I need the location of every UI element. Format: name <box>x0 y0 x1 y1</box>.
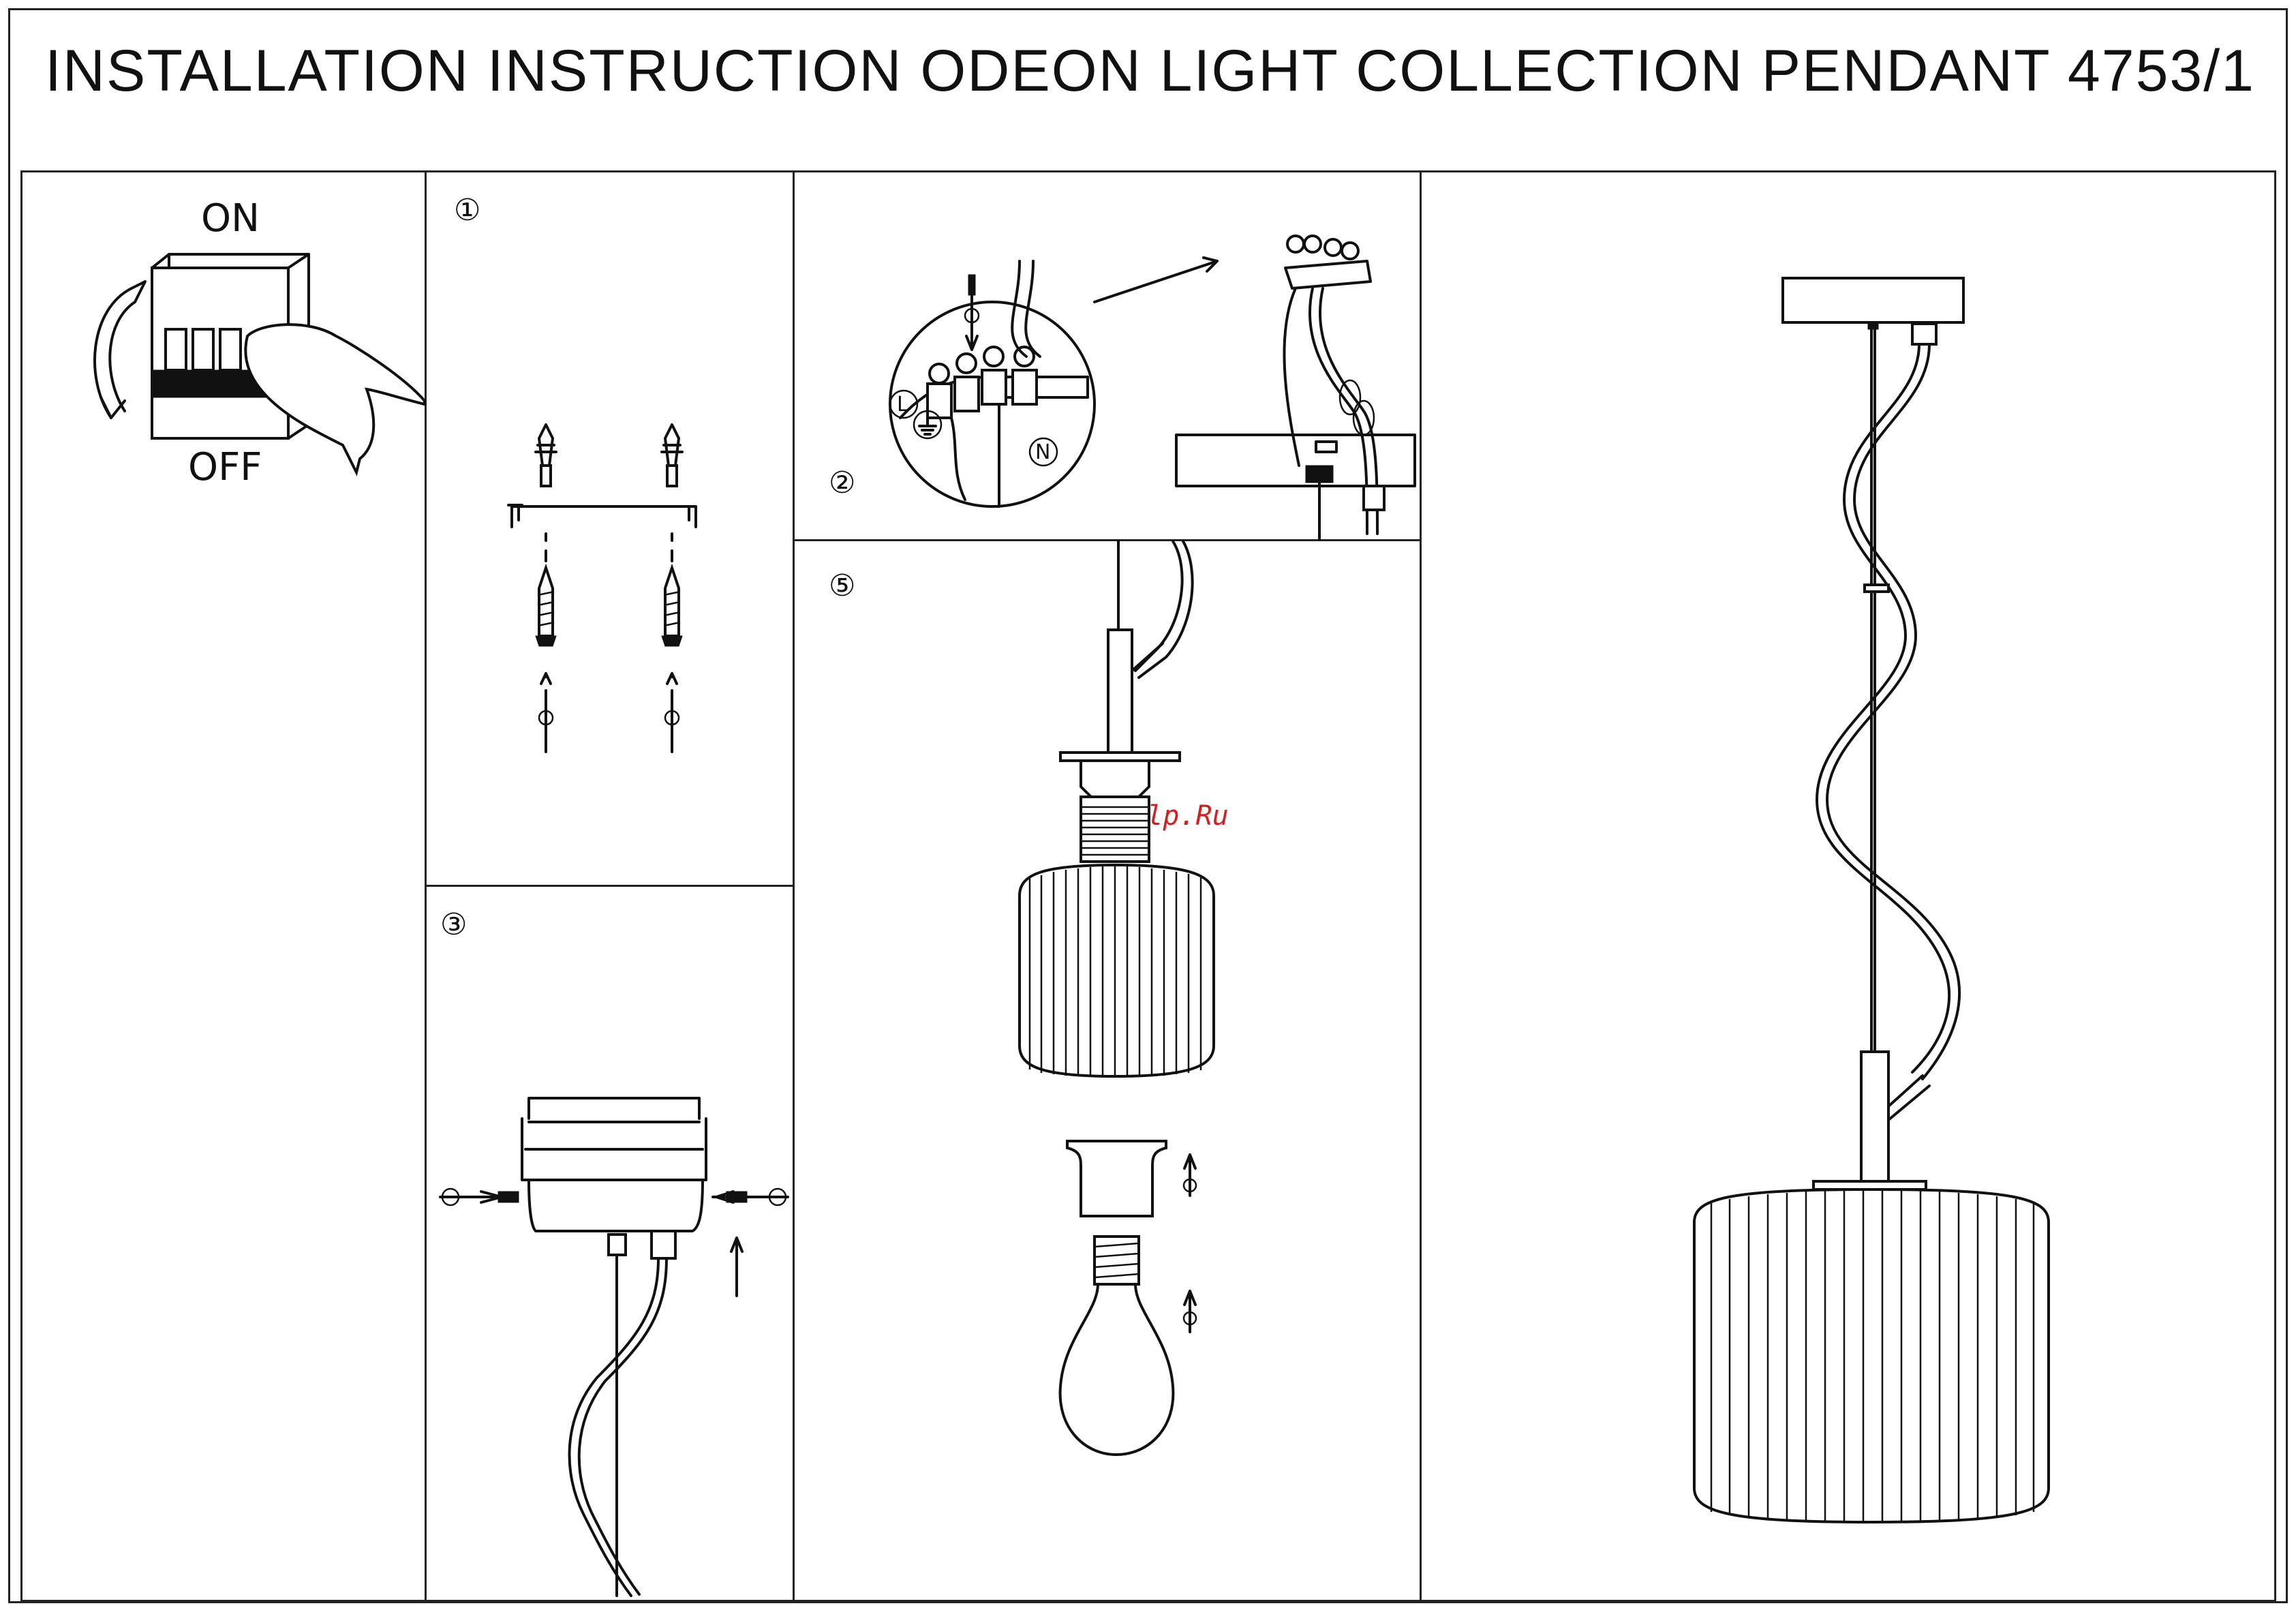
step-1-panel: ① <box>427 172 793 885</box>
plug-left-icon <box>536 425 556 486</box>
canopy-mounting-illustration <box>427 887 793 1600</box>
screw-left-icon <box>536 568 556 646</box>
power-switch-icon <box>22 172 425 513</box>
shade-and-bulb-assembly-illustration <box>795 541 1420 1600</box>
plug-right-icon <box>662 425 682 486</box>
wiring-connection-illustration: L N <box>795 172 1420 539</box>
shade-ring-icon <box>1067 1141 1166 1216</box>
live-wire-label: L <box>897 393 908 416</box>
ribbed-glass-shade-icon <box>1020 865 1214 1076</box>
diagram-grid: ON OFF ① <box>20 170 2276 1602</box>
page-title: INSTALLATION INSTRUCTION ODEON LIGHT COL… <box>10 37 2290 105</box>
step-5-panel: ⑤ Mebelp.Ru <box>795 541 1420 1600</box>
light-bulb-icon <box>1060 1284 1174 1455</box>
ceiling-canopy-icon <box>1783 278 1963 322</box>
assembled-pendant-illustration <box>1422 172 2276 1600</box>
neutral-wire-label: N <box>1035 440 1050 464</box>
assembled-pendant-panel <box>1422 172 2276 1600</box>
wall-plug-and-screw-illustration <box>427 172 793 885</box>
ribbed-glass-shade-icon <box>1694 1189 2049 1522</box>
step-2-panel: ② L N <box>795 172 1420 539</box>
lamp-holder-icon <box>1861 1052 1888 1181</box>
switch-panel: ON OFF <box>22 172 425 1600</box>
step-3-panel: ③ <box>427 887 793 1600</box>
screw-right-icon <box>662 568 682 646</box>
